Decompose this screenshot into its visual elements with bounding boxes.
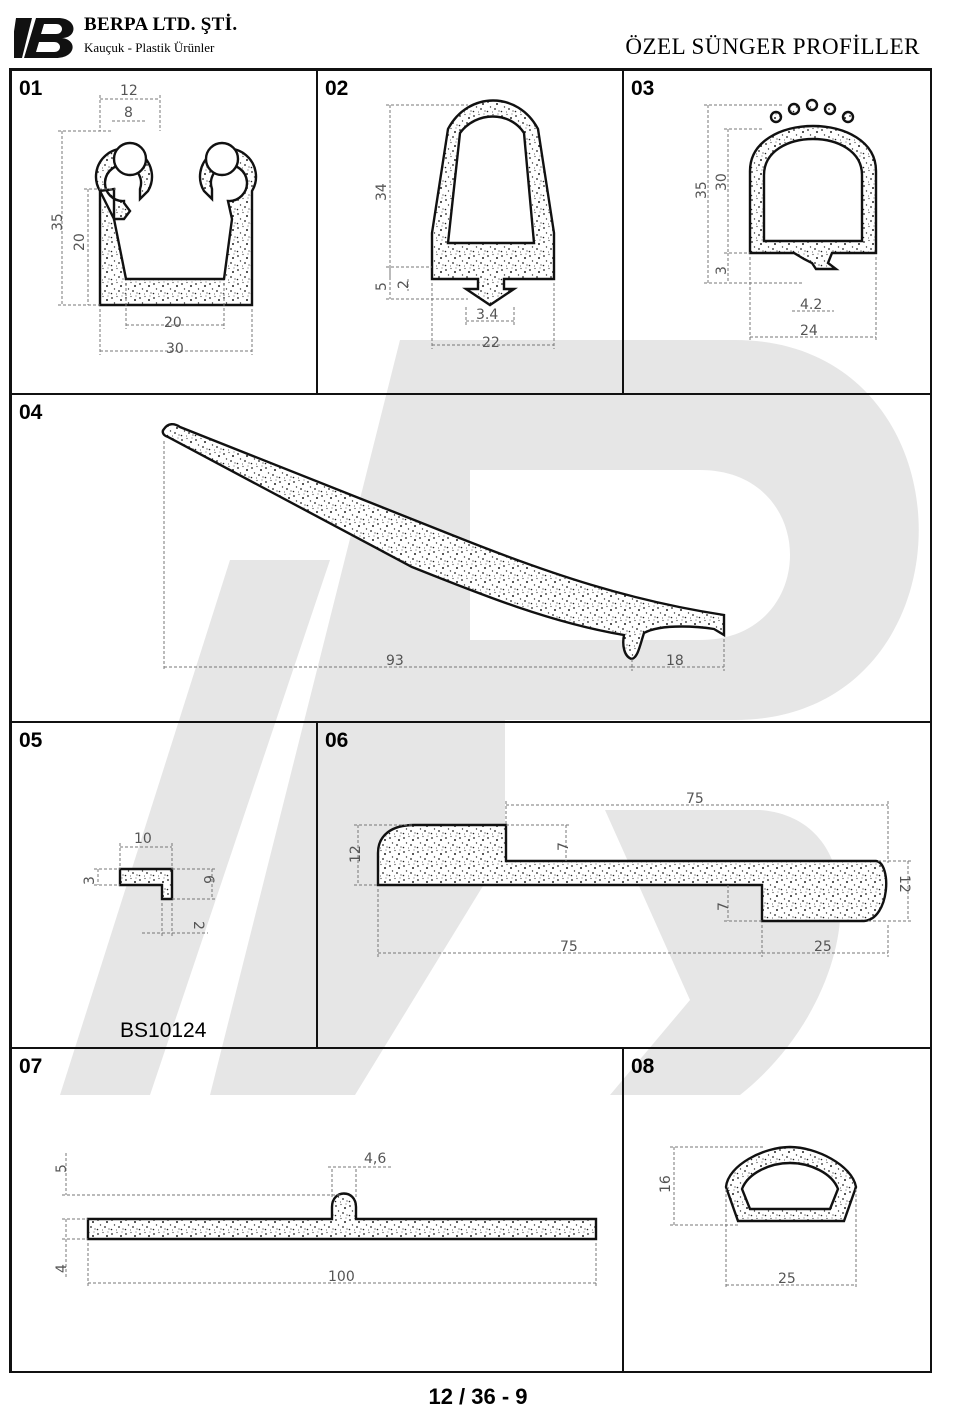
profile-03-drawing: 35 30 3 4.2 24 [694, 98, 878, 341]
dim-text: 3 [82, 876, 98, 885]
dim-text: 5 [374, 282, 390, 291]
dim-text: 2 [190, 921, 206, 930]
dim-text: 3.4 [476, 307, 498, 323]
dim-text: 3 [714, 266, 730, 275]
dim-text: 35 [50, 213, 66, 231]
page-title: ÖZEL SÜNGER PROFİLLER [625, 34, 920, 59]
profile-07-drawing: 4,6 5 4 100 [54, 1151, 598, 1287]
dim-text: 22 [482, 335, 500, 351]
profile-05-drawing: 10 3 6 2 [82, 831, 216, 937]
dim-text: 6 [200, 875, 216, 884]
profile-code: BS10124 [120, 1019, 207, 1042]
profile-02-drawing: 34 5 2 3.4 22 [374, 99, 556, 351]
profile-08-drawing: 16 25 [658, 1145, 858, 1289]
profile-04-drawing: 93 18 [161, 423, 726, 671]
dim-text: 35 [694, 181, 710, 199]
profile-cell-08: 08 16 25 [623, 1048, 932, 1373]
dim-text: 12 [896, 875, 912, 893]
dim-text: 100 [328, 1269, 355, 1285]
dim-text: 25 [814, 939, 832, 955]
dim-text: 20 [72, 233, 88, 251]
dim-text: 5 [54, 1164, 70, 1173]
profile-cell-03: 03 35 30 3 4.2 24 [623, 70, 932, 394]
dim-text: 2 [396, 280, 412, 289]
company-name: BERPA LTD. ŞTİ. [84, 14, 238, 35]
dim-text: 10 [134, 831, 152, 847]
dim-text: 12 [120, 83, 138, 99]
dim-text: 12 [348, 845, 364, 863]
dim-text: 20 [164, 315, 182, 331]
profile-number: 01 [19, 77, 43, 100]
profile-number: 04 [19, 401, 43, 424]
company-tagline: Kauçuk - Plastik Ürünler [84, 40, 215, 55]
dim-text: 18 [666, 653, 684, 669]
profile-cell-01: 01 12 8 35 20 20 30 [11, 70, 317, 394]
dim-text: 4,6 [364, 1151, 386, 1167]
dim-text: 8 [124, 105, 133, 121]
profile-06-drawing: 75 12 7 7 12 75 25 [348, 791, 912, 957]
profile-number: 05 [19, 729, 43, 752]
profile-number: 03 [631, 77, 655, 100]
dim-text: 16 [658, 1175, 674, 1193]
dim-text: 4 [54, 1264, 70, 1273]
profile-cell-07: 07 4,6 5 4 100 [11, 1048, 623, 1373]
dim-text: 93 [386, 653, 404, 669]
profile-grid: 01 12 8 35 20 20 30 02 34 5 [9, 68, 932, 1373]
profile-cell-04: 04 93 18 [11, 394, 932, 722]
dim-text: 7 [716, 902, 732, 911]
profile-number: 06 [325, 729, 349, 752]
dim-text: 24 [800, 323, 818, 339]
dim-text: 25 [778, 1271, 796, 1287]
dim-text: 30 [714, 173, 730, 191]
profile-number: 07 [19, 1055, 43, 1078]
profile-cell-05: 05 10 3 6 2 BS10124 [11, 722, 317, 1048]
dim-text: 34 [374, 183, 390, 201]
company-logo-icon [14, 18, 74, 58]
profile-number: 08 [631, 1055, 655, 1078]
profile-number: 02 [325, 77, 349, 100]
profile-cell-02: 02 34 5 2 3.4 22 [317, 70, 623, 394]
dim-text: 75 [686, 791, 704, 807]
page-number: 12 / 36 - 9 [428, 1384, 528, 1409]
dim-text: 4.2 [800, 297, 822, 313]
dim-text: 7 [556, 842, 572, 851]
profile-cell-06: 06 75 12 7 7 12 75 25 [317, 722, 932, 1048]
dim-text: 75 [560, 939, 578, 955]
dim-text: 30 [166, 341, 184, 357]
profile-01-drawing: 12 8 35 20 20 30 [50, 83, 258, 357]
